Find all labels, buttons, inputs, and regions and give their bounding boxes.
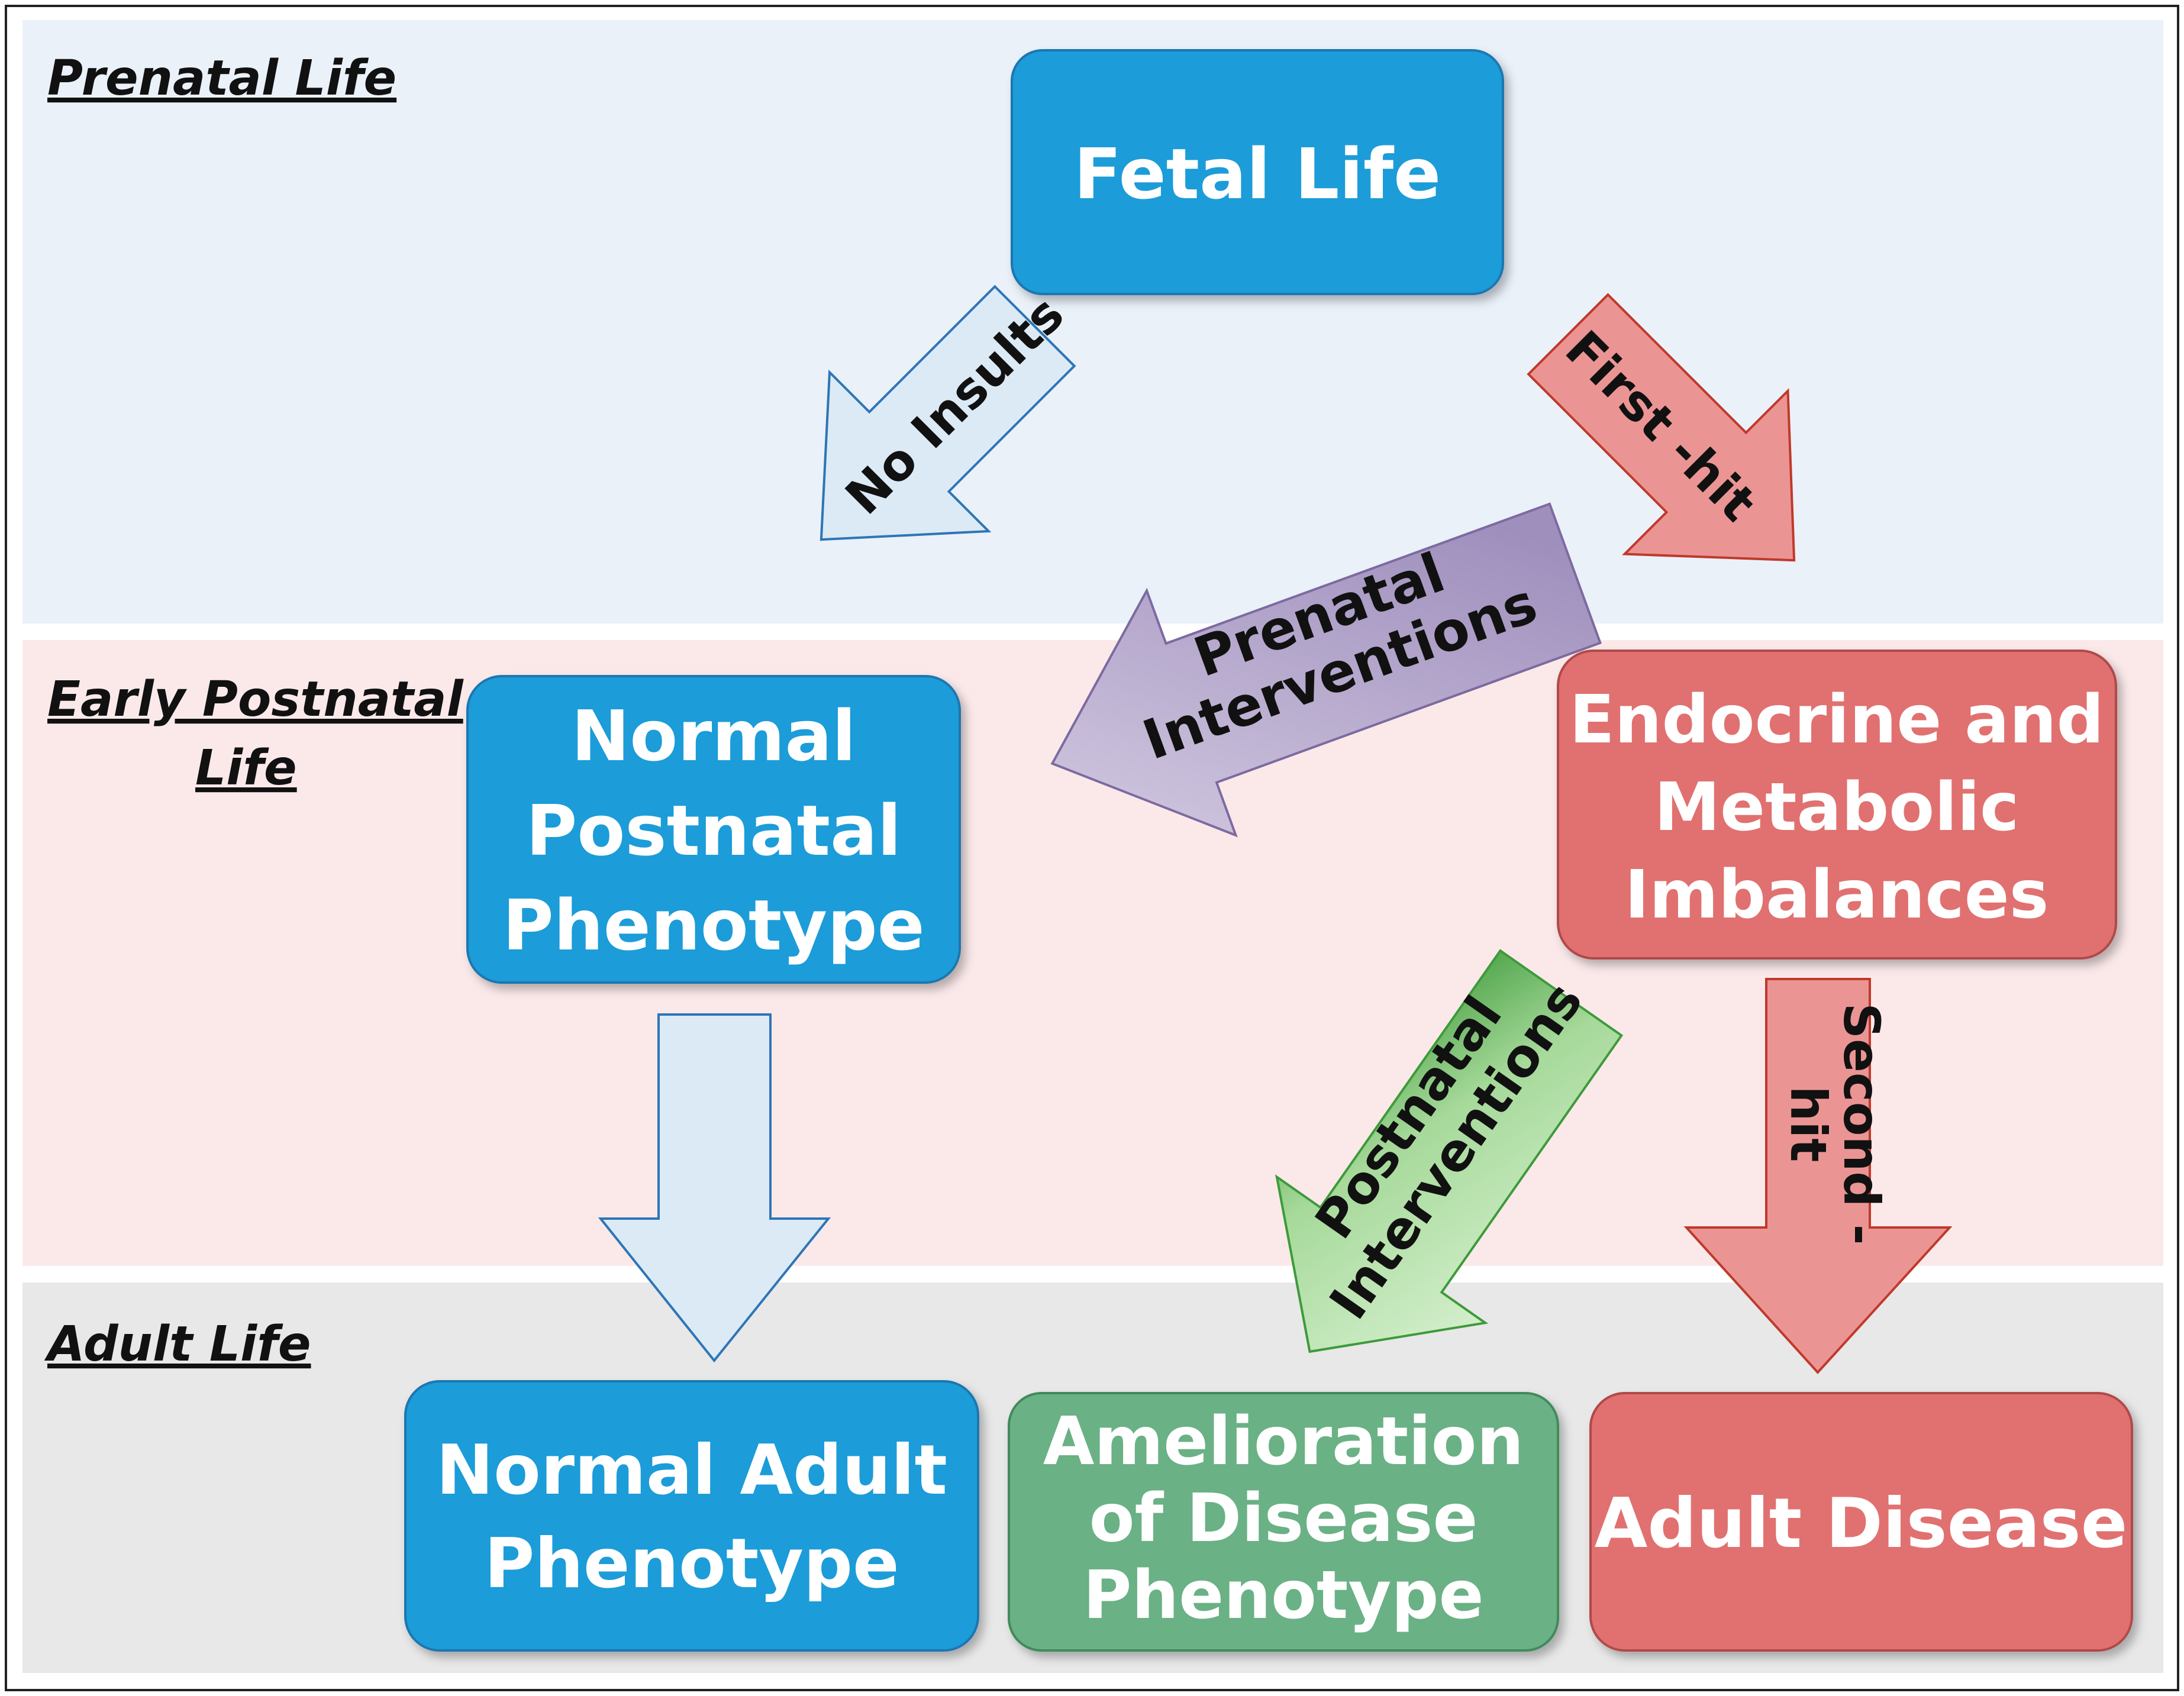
text-line: of Disease	[1089, 1480, 1478, 1557]
text-line: Imbalances	[1625, 857, 2049, 933]
second-hit-arrow: Second -hit	[1683, 978, 1953, 1374]
text-line: Life	[195, 740, 297, 796]
text-line: Normal Adult	[436, 1430, 947, 1510]
second-hit-arrow-shape	[1683, 978, 1953, 1374]
endocrine-box-shape	[1557, 650, 2117, 960]
normal-development-arrow	[598, 1013, 831, 1363]
text-line: Second -	[1833, 1003, 1891, 1245]
fetal-life-box-shape	[1011, 49, 1504, 295]
text-line: Adult Disease	[1595, 1484, 2128, 1563]
adult-disease-label: Adult Disease	[1595, 1484, 2128, 1563]
text-line: Early Postnatal	[47, 671, 464, 728]
postnatal-interventions-arrow-shape	[1275, 949, 1624, 1353]
normal-adult-box-shape	[404, 1380, 979, 1652]
text-line: hit	[1779, 1086, 1837, 1162]
first-hit-arrow-shape	[1527, 293, 1796, 562]
adult-disease-box: Adult Disease	[1589, 1392, 2133, 1652]
text-line: Phenotype	[484, 1524, 899, 1604]
adult-life-label: Adult Life	[44, 1316, 311, 1372]
fetal-life-box: Fetal Life	[1011, 49, 1504, 295]
text-line: Postnatal	[526, 790, 901, 871]
text-line: Amelioration	[1043, 1403, 1524, 1480]
fetal-life-label: Fetal Life	[1074, 133, 1441, 215]
normal-postnatal-box-shape	[466, 675, 961, 984]
text-line: Fetal Life	[1074, 133, 1441, 215]
text-line: Normal	[571, 695, 856, 777]
text-line: Phenotype	[502, 884, 924, 966]
prenatal-interventions-arrow-shape	[1050, 502, 1602, 838]
text-line: Metabolic	[1654, 769, 2020, 846]
no-insults-arrow-shape	[820, 285, 1076, 541]
prenatal-life-label: Prenatal Life	[47, 50, 396, 106]
text-line: Endocrine and	[1569, 681, 2104, 758]
amelioration-box-shape	[1008, 1392, 1559, 1652]
text-line: Phenotype	[1083, 1557, 1483, 1634]
second-hit-label: Second -hit	[1779, 1003, 1891, 1245]
adult-disease-box-shape	[1589, 1392, 2133, 1652]
